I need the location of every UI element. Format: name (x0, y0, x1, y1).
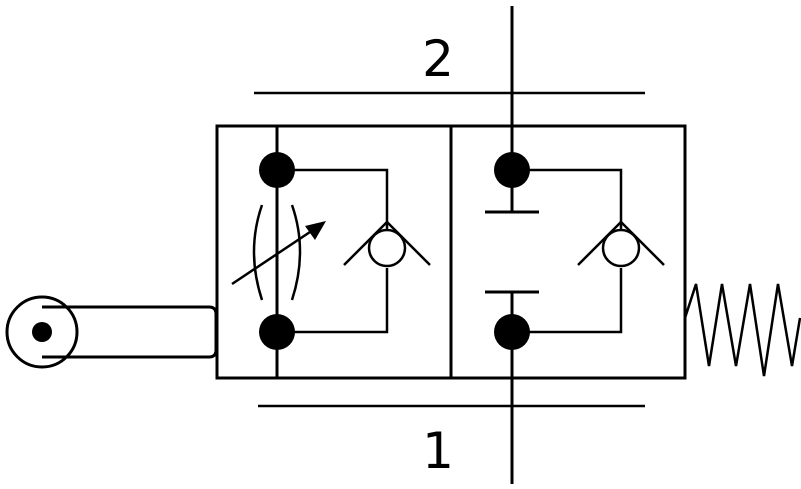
bypass-line-top-right (512, 168, 623, 229)
roller-center-dot (32, 322, 52, 342)
roller-lever-icon (5, 295, 218, 369)
bypass-line-top (277, 168, 389, 229)
port-label-bottom: 1 (422, 422, 454, 480)
roller-circle (5, 295, 79, 369)
lever-arm (42, 305, 218, 359)
spring-icon (683, 283, 801, 377)
bypass-line-bottom (277, 268, 389, 334)
blocked-gap (505, 212, 519, 292)
check-valve-icon (577, 220, 665, 268)
right-envelope (485, 152, 665, 350)
throttle-arc-left (252, 204, 264, 301)
port-label-top: 2 (422, 30, 454, 88)
adjustable-arrow-icon (231, 221, 326, 286)
check-valve-icon (343, 220, 431, 268)
throttle-arc-right (290, 204, 302, 301)
bypass-line-bottom-right (512, 268, 623, 334)
left-envelope (231, 126, 431, 378)
